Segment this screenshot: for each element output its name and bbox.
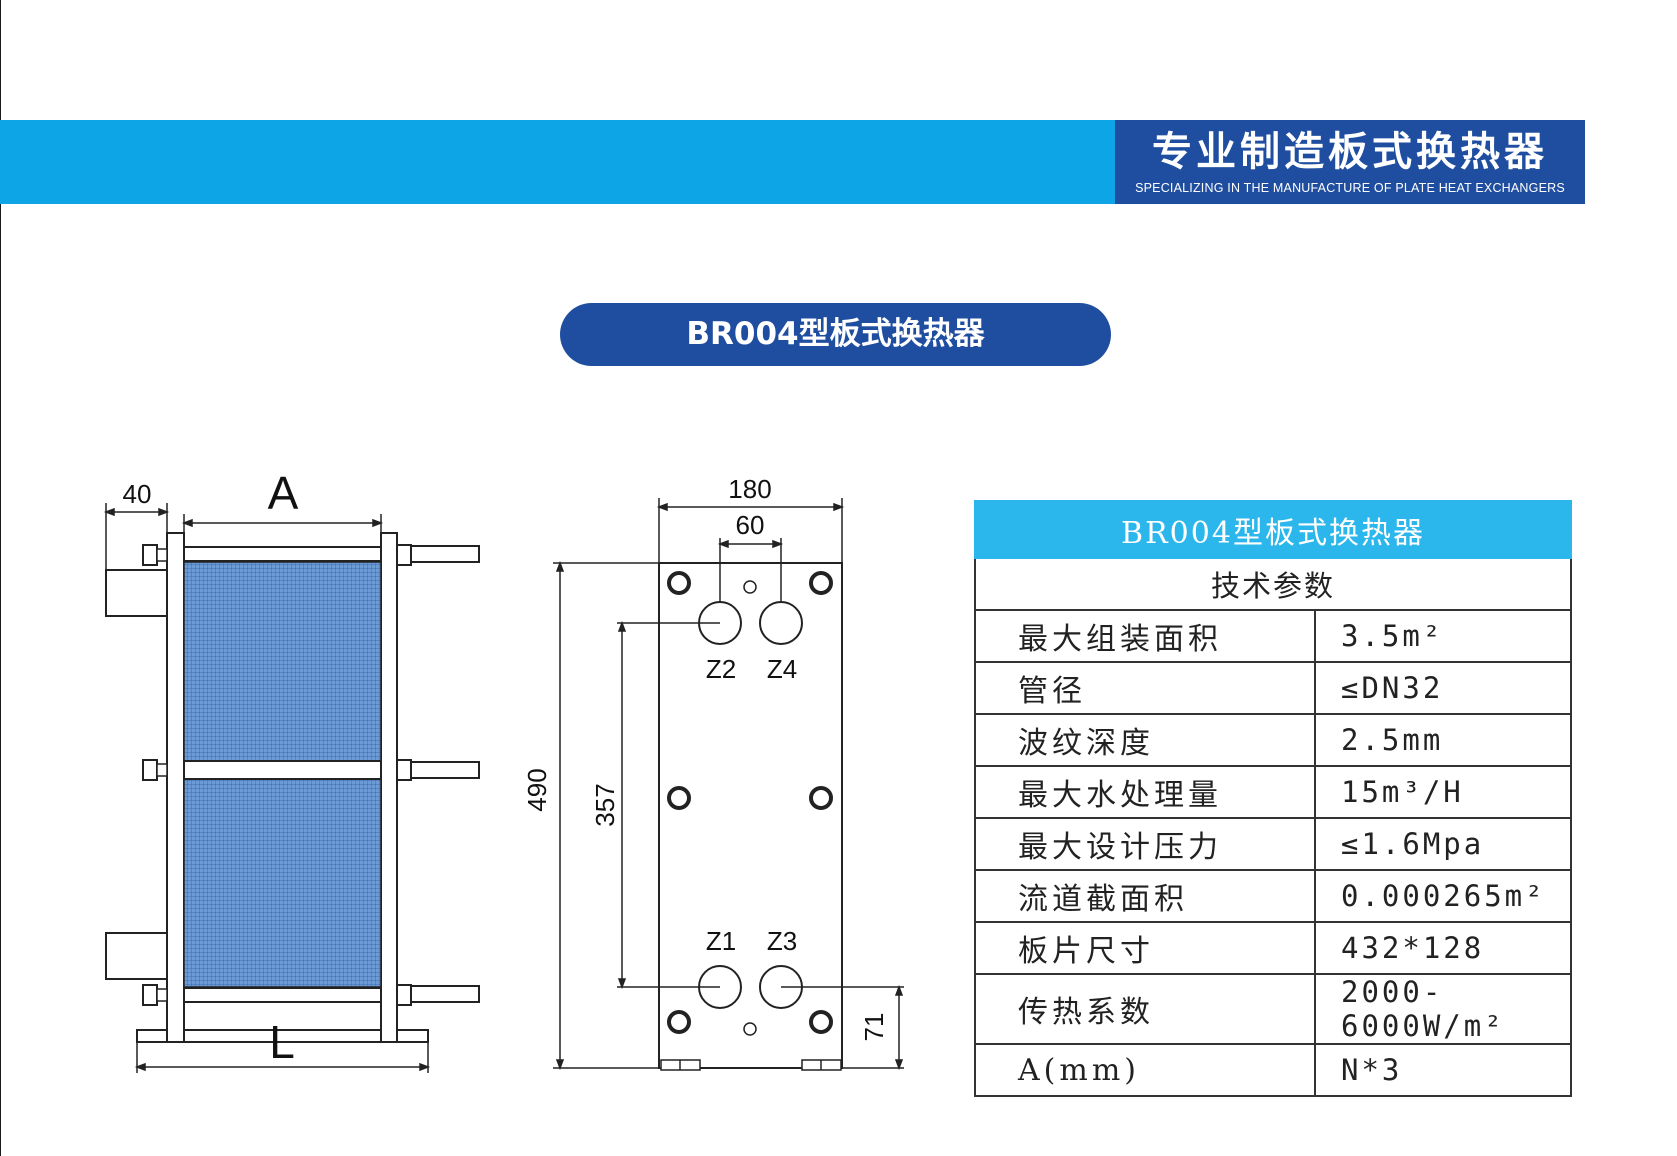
spec-label: 最大水处理量 <box>974 765 1316 819</box>
front-view: Z2 Z4 Z1 Z3 180 60 490 <box>522 474 904 1071</box>
spec-row: 最大水处理量 15m³/H <box>974 765 1572 819</box>
spec-row: 传热系数 2000-6000W/m² <box>974 973 1572 1045</box>
brand-box: 专业制造板式换热器 SPECIALIZING IN THE MANUFACTUR… <box>1115 120 1585 204</box>
spec-value: N*3 <box>1314 1043 1572 1097</box>
pressure-frame-plate <box>380 532 398 1043</box>
spec-label: 管径 <box>974 661 1316 715</box>
spec-table: BR004型板式换热器 技术参数 最大组装面积 3.5m² 管径 ≤DN32 波… <box>974 500 1572 1097</box>
side-view: 40 A L <box>103 467 480 1073</box>
dimension-180-label: 180 <box>728 474 771 504</box>
base-plate <box>136 1029 429 1043</box>
port-z1-label: Z1 <box>706 926 736 956</box>
dimension-490-label: 490 <box>522 768 552 811</box>
spec-row: 流道截面积 0.000265m² <box>974 869 1572 923</box>
spec-value: 432*128 <box>1314 921 1572 975</box>
middle-rail <box>183 760 382 780</box>
spec-label: 流道截面积 <box>974 869 1316 923</box>
port-z4-label: Z4 <box>767 654 797 684</box>
dimension-60-label: 60 <box>736 510 765 540</box>
spec-value: ≤1.6Mpa <box>1314 817 1572 871</box>
plate-pack-upper <box>183 561 382 762</box>
spec-label: 传热系数 <box>974 973 1316 1045</box>
spec-value: 0.000265m² <box>1314 869 1572 923</box>
plate-pack-lower <box>183 778 382 988</box>
dimension-357-label: 357 <box>590 783 620 826</box>
spec-value: 2000-6000W/m² <box>1314 973 1572 1045</box>
dimension-40-label: 40 <box>123 479 152 509</box>
spec-label: A(mm) <box>974 1043 1316 1097</box>
dimension-71-label: 71 <box>859 1013 889 1042</box>
spec-row: 波纹深度 2.5mm <box>974 713 1572 767</box>
dimension-a <box>181 514 384 547</box>
brand-title: 专业制造板式换热器 <box>1152 129 1548 175</box>
tie-bolt-middle <box>142 759 480 781</box>
dimension-180 <box>656 498 845 563</box>
port-z2-label: Z2 <box>706 654 736 684</box>
nozzle-bottom <box>105 932 168 980</box>
dimension-60 <box>717 538 784 602</box>
spec-table-title: BR004型板式换热器 <box>974 500 1572 559</box>
spec-value: ≤DN32 <box>1314 661 1572 715</box>
spec-label: 最大设计压力 <box>974 817 1316 871</box>
spec-row: 板片尺寸 432*128 <box>974 921 1572 975</box>
dimension-l <box>134 1042 431 1073</box>
spec-row: 最大设计压力 ≤1.6Mpa <box>974 817 1572 871</box>
spec-row: 最大组装面积 3.5m² <box>974 609 1572 663</box>
port-z3-label: Z3 <box>767 926 797 956</box>
spec-value: 3.5m² <box>1314 609 1572 663</box>
spec-label: 板片尺寸 <box>974 921 1316 975</box>
plate-outline <box>658 562 843 1069</box>
dimension-40 <box>103 503 170 570</box>
spec-table-subtitle: 技术参数 <box>974 557 1572 611</box>
dimension-a-label: A <box>268 467 299 519</box>
tie-bolt-bottom <box>142 984 480 1006</box>
nozzle-top <box>105 569 168 617</box>
dimension-490 <box>553 560 659 1071</box>
spec-value: 15m³/H <box>1314 765 1572 819</box>
spec-row: A(mm) N*3 <box>974 1043 1572 1097</box>
bolt-holes <box>667 571 833 1036</box>
top-rail <box>183 546 382 562</box>
tie-bolt-top <box>142 544 480 566</box>
product-title-pill: BR004型板式换热器 <box>560 303 1111 366</box>
page-edge <box>0 0 1 1156</box>
fixed-frame-plate <box>166 532 185 1043</box>
bottom-rail <box>183 987 382 1003</box>
spec-label: 最大组装面积 <box>974 609 1316 663</box>
dimension-71 <box>781 984 904 1071</box>
dimension-357 <box>617 620 720 990</box>
dimension-l-label: L <box>269 1016 295 1068</box>
spec-row: 管径 ≤DN32 <box>974 661 1572 715</box>
spec-value: 2.5mm <box>1314 713 1572 767</box>
spec-label: 波纹深度 <box>974 713 1316 767</box>
brand-subtitle: SPECIALIZING IN THE MANUFACTURE OF PLATE… <box>1135 181 1565 195</box>
